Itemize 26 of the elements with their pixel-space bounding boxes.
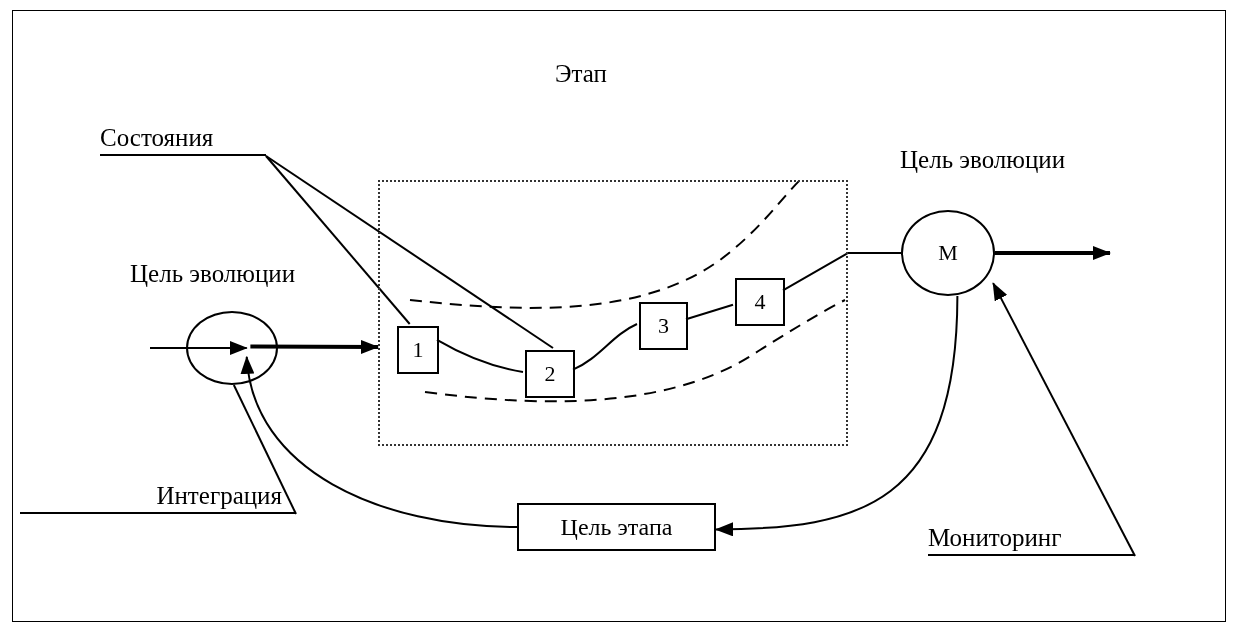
node-caption: Цель эволюции [900, 146, 1066, 174]
arrow [149, 341, 248, 355]
connector-line [782, 252, 902, 292]
state-box: 4 [735, 278, 785, 326]
connector-line [685, 303, 734, 321]
connector-line [572, 323, 638, 371]
underlined-label: Мониторинг [928, 518, 1135, 556]
arrow [715, 295, 959, 537]
leader-line [992, 282, 1136, 557]
stage-title: Этап [555, 60, 607, 88]
state-box: 3 [639, 302, 688, 350]
process-box: Цель этапа [517, 503, 716, 551]
circle-node: М [901, 210, 995, 296]
arrow [995, 246, 1111, 260]
connector-line [436, 338, 524, 373]
underlined-label: Интеграция [20, 476, 296, 514]
ellipse [186, 311, 278, 385]
underlined-label: Состояния [100, 118, 266, 156]
arrow [250, 340, 379, 354]
leader-line [265, 155, 411, 325]
leader-line [232, 384, 297, 515]
arrow [242, 355, 518, 528]
state-box: 1 [397, 326, 439, 374]
state-box: 2 [525, 350, 575, 398]
node-caption: Цель эволюции [130, 260, 296, 288]
leader-line [265, 155, 554, 349]
